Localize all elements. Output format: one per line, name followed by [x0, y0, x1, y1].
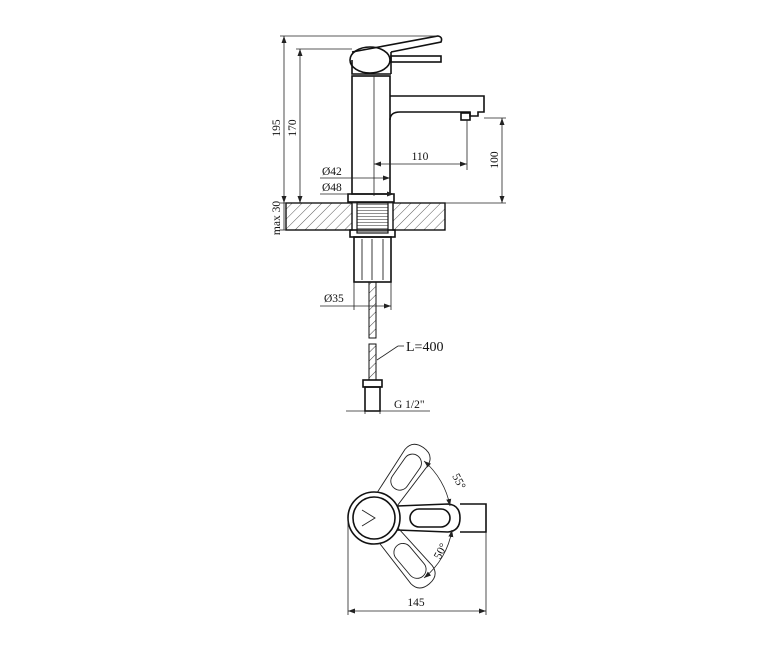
body-outer-circle: [347, 491, 401, 545]
flexible-hose: [362, 281, 383, 412]
handle-rotated-back: [376, 443, 431, 507]
dim-overall-width: 145: [407, 597, 425, 609]
dim-body-height: 170: [287, 119, 299, 137]
mounting-nut: [353, 236, 392, 283]
dim-base-diameter: Ø48: [322, 182, 342, 194]
faucet-spout: [389, 95, 485, 121]
faucet-handle: [349, 35, 443, 75]
dim-spout-reach: 110: [412, 151, 429, 163]
front-dimensions: 195 170 max 30 100 110 Ø42 Ø48 Ø35 L=400…: [271, 35, 506, 414]
handle-rotated-front: [379, 527, 436, 589]
dim-angle-back: 55°: [449, 472, 467, 492]
top-view: 55° 50° 145: [347, 443, 487, 615]
dim-hose-thread: G 1/2": [394, 399, 425, 411]
threaded-shank: [349, 202, 396, 238]
dim-shank-diameter: Ø35: [324, 293, 344, 305]
dim-spout-height: 100: [489, 151, 501, 169]
dim-total-height: 195: [271, 119, 283, 137]
dim-body-diameter: Ø42: [322, 166, 342, 178]
dim-hose-length: L=400: [406, 340, 443, 355]
handle-center: [396, 503, 487, 533]
faucet-body: [347, 75, 395, 203]
body-inner-circle: [352, 496, 396, 540]
front-view: [285, 35, 485, 412]
countertop-section: [285, 202, 446, 231]
dim-counter-max: max 30: [271, 201, 283, 235]
dim-angle-front: 50°: [432, 541, 450, 561]
